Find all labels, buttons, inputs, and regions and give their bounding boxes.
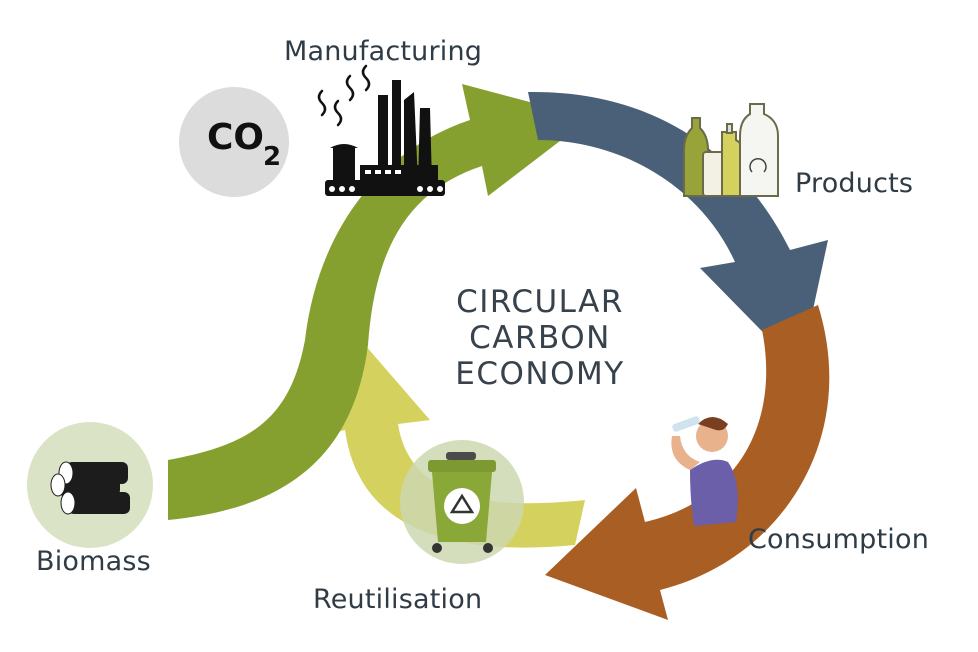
bottles-icon: [683, 103, 779, 197]
center-title: CIRCULAR CARBON ECONOMY: [420, 284, 660, 392]
title-line-2: CARBON: [469, 320, 611, 356]
label-reutilisation: Reutilisation: [313, 584, 483, 615]
label-products: Products: [795, 168, 914, 199]
reutilisation-arrow: [312, 330, 585, 548]
title-line-3: ECONOMY: [455, 356, 625, 392]
label-biomass: Biomass: [36, 546, 151, 577]
svg-text:2: 2: [263, 142, 281, 172]
factory-icon: [317, 64, 445, 196]
drinking-person-icon: [671, 416, 738, 526]
recycle-bin-icon: [400, 440, 524, 564]
consumption-arrow: [545, 305, 830, 620]
label-consumption: Consumption: [748, 524, 930, 555]
products-arrow: [528, 91, 828, 370]
co2-icon: CO 2: [179, 87, 289, 197]
logs-icon: [27, 422, 153, 548]
label-manufacturing: Manufacturing: [284, 36, 483, 67]
svg-text:CO: CO: [207, 117, 264, 158]
title-line-1: CIRCULAR: [456, 284, 624, 320]
